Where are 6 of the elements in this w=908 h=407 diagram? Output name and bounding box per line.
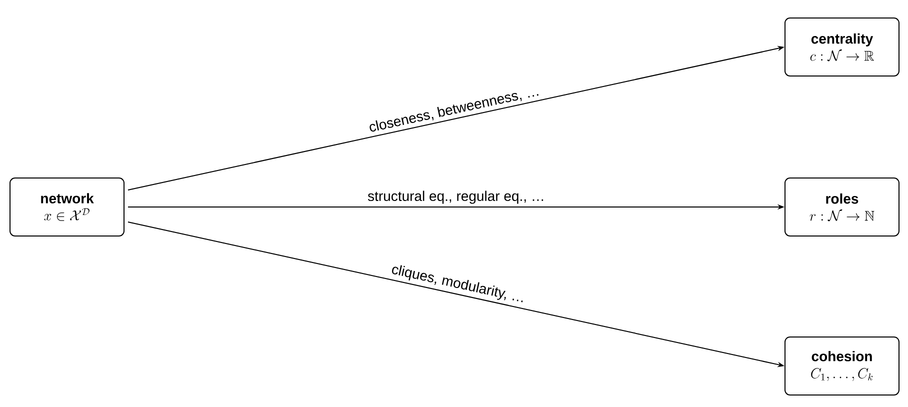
node-box: roles $r : \mathcal{N} \to \mathbb{N}$	[784, 178, 900, 236]
node-box: network $x \in \mathcal{X}^{\mathcal{D}}$	[10, 178, 125, 236]
edge-label: structural eq., regular eq., …	[368, 190, 544, 204]
edge-label: cliques, modularity, …	[392, 265, 523, 302]
node-box: centrality $c : \mathcal{N} \to \mathbb{R}$	[784, 18, 900, 76]
node-box: cohesion $C_1, \ldots, C_k$	[784, 336, 900, 396]
